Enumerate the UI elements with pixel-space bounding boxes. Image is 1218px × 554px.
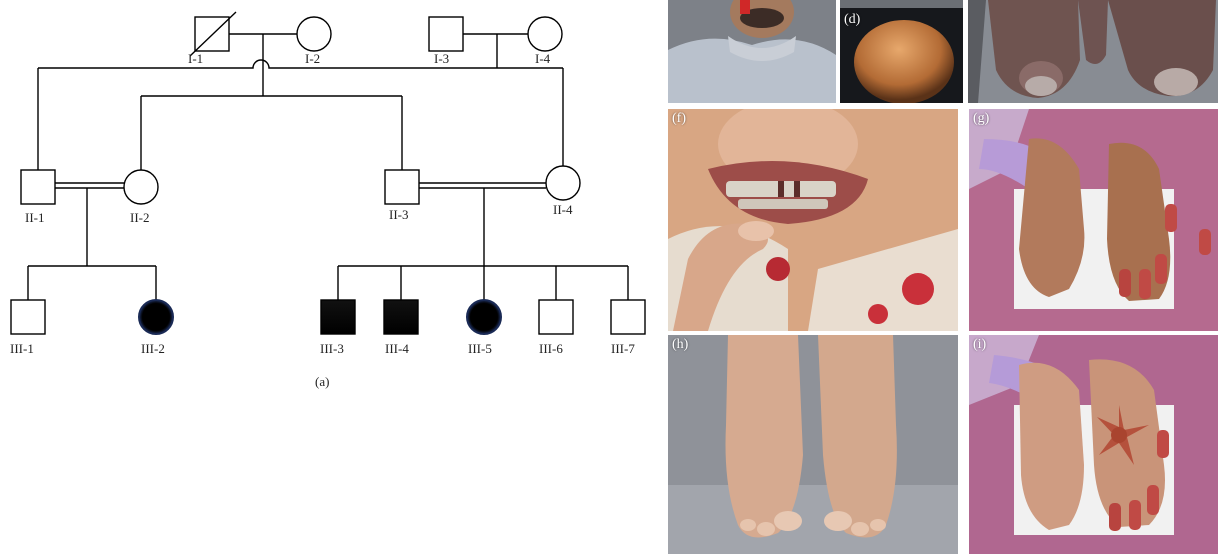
photo-panel-i: (i) bbox=[969, 335, 1218, 554]
photo-panel-f: (f) bbox=[668, 109, 958, 331]
label-iii6: III-6 bbox=[539, 341, 563, 356]
symbol-iii3 bbox=[321, 300, 355, 334]
line-ii1-ii4-with-hop bbox=[38, 60, 563, 68]
label-ii4: II-4 bbox=[553, 202, 573, 217]
symbol-ii4 bbox=[546, 166, 580, 200]
label-iii3: III-3 bbox=[320, 341, 344, 356]
photo-label-h: (h) bbox=[672, 337, 688, 353]
photo-panel-g: (g) bbox=[969, 109, 1218, 331]
symbol-iii6 bbox=[539, 300, 573, 334]
photo-label-i: (i) bbox=[973, 337, 986, 353]
pedigree-labels: I-1 I-2 I-3 I-4 II-1 II-2 II-3 II-4 III-… bbox=[10, 51, 635, 389]
photo-label-g: (g) bbox=[973, 111, 989, 127]
photo-teeth bbox=[668, 109, 958, 331]
photo-face-shoulders bbox=[668, 0, 836, 103]
photo-label-f: (f) bbox=[672, 111, 686, 127]
label-ii3: II-3 bbox=[389, 207, 409, 222]
label-ii2: II-2 bbox=[130, 210, 150, 225]
label-iii4: III-4 bbox=[385, 341, 409, 356]
symbol-ii1 bbox=[21, 170, 55, 204]
photo-feet bbox=[668, 335, 958, 554]
symbol-iii1 bbox=[11, 300, 45, 334]
label-i4: I-4 bbox=[535, 51, 551, 66]
symbol-ii3 bbox=[385, 170, 419, 204]
pedigree-chart: I-1 I-2 I-3 I-4 II-1 II-2 II-3 II-4 III-… bbox=[0, 0, 660, 554]
symbol-i2 bbox=[297, 17, 331, 51]
photo-panel-d: (d) bbox=[840, 0, 963, 103]
symbol-i4 bbox=[528, 17, 562, 51]
label-iii2: III-2 bbox=[141, 341, 165, 356]
photo-panel-c bbox=[668, 0, 836, 103]
photo-hands-dorsal bbox=[969, 109, 1218, 331]
label-i1: I-1 bbox=[188, 51, 203, 66]
label-iii7: III-7 bbox=[611, 341, 635, 356]
label-ii1: II-1 bbox=[25, 210, 45, 225]
photo-panel-h: (h) bbox=[668, 335, 958, 554]
label-iii5: III-5 bbox=[468, 341, 492, 356]
pedigree-caption: (a) bbox=[315, 374, 329, 389]
symbol-iii5 bbox=[467, 300, 501, 334]
symbol-iii2 bbox=[139, 300, 173, 334]
symbol-iii7 bbox=[611, 300, 645, 334]
symbol-iii4 bbox=[384, 300, 418, 334]
photo-panel-e bbox=[968, 0, 1218, 103]
photo-label-d: (d) bbox=[844, 12, 860, 28]
pedigree-lines bbox=[28, 34, 628, 300]
label-i2: I-2 bbox=[305, 51, 320, 66]
symbol-ii2 bbox=[124, 170, 158, 204]
symbol-i3 bbox=[429, 17, 463, 51]
label-iii1: III-1 bbox=[10, 341, 34, 356]
label-i3: I-3 bbox=[434, 51, 449, 66]
photo-hands-palmar bbox=[969, 335, 1218, 554]
photo-toes bbox=[968, 0, 1218, 103]
